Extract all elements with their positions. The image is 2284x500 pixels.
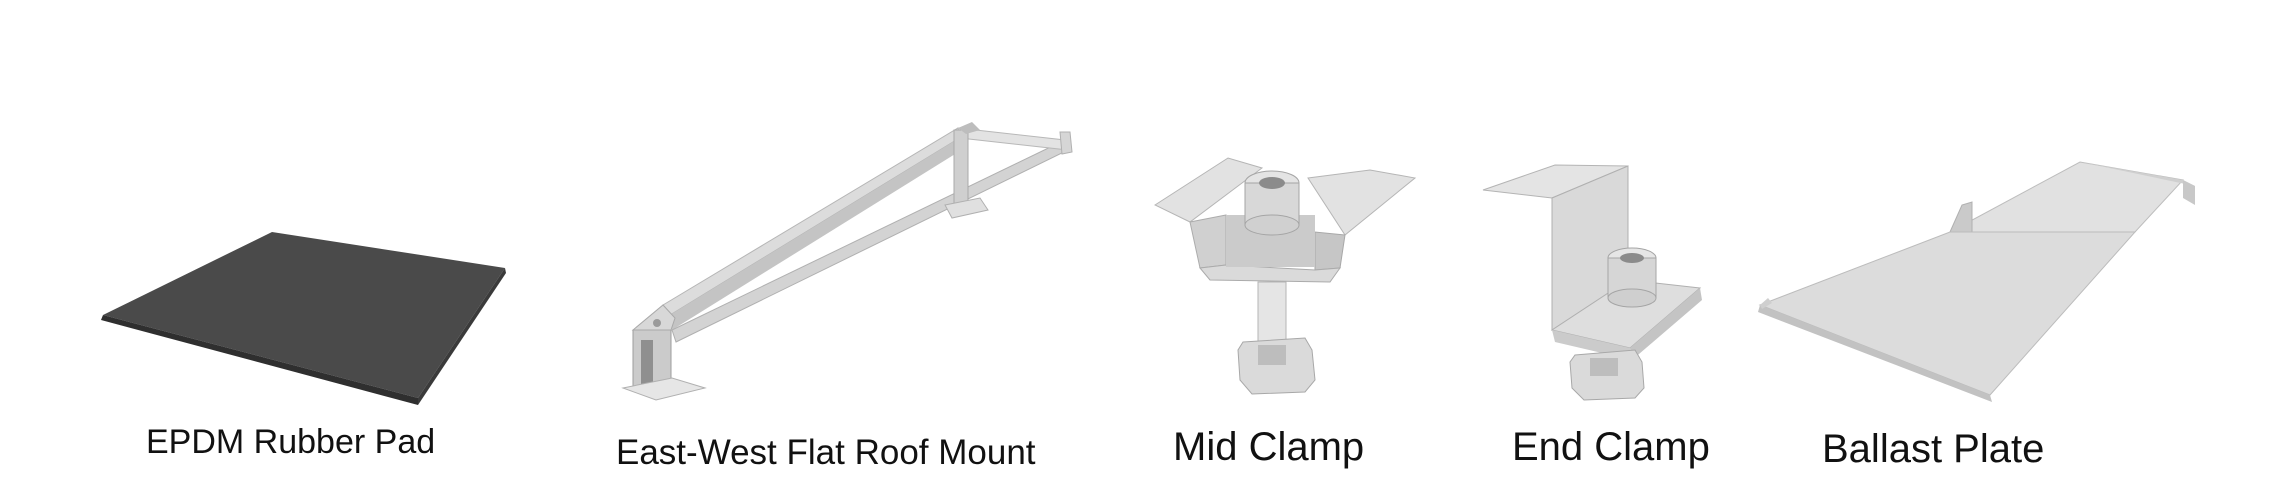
east-west-flat-roof-mount-image <box>621 122 1073 401</box>
end-clamp-image <box>1482 164 1702 401</box>
caption-end-clamp: End Clamp <box>1512 425 1710 469</box>
caption-ballast-plate: Ballast Plate <box>1822 427 2045 471</box>
product-east-west-flat-roof-mount: East-West Flat Roof Mount <box>560 0 1120 500</box>
mid-clamp-image <box>1153 157 1417 395</box>
product-end-clamp: End Clamp <box>1460 0 1760 500</box>
product-ballast-plate: Ballast Plate <box>1740 0 2220 500</box>
ballast-plate-image <box>1758 161 2195 402</box>
epdm-rubber-pad-image <box>101 232 506 405</box>
caption-mid-clamp: Mid Clamp <box>1173 425 1365 469</box>
caption-east-west-flat-roof-mount: East-West Flat Roof Mount <box>616 433 1036 472</box>
product-mid-clamp: Mid Clamp <box>1140 0 1440 500</box>
product-epdm-rubber-pad: EPDM Rubber Pad <box>0 0 520 500</box>
caption-epdm-rubber-pad: EPDM Rubber Pad <box>146 423 436 461</box>
